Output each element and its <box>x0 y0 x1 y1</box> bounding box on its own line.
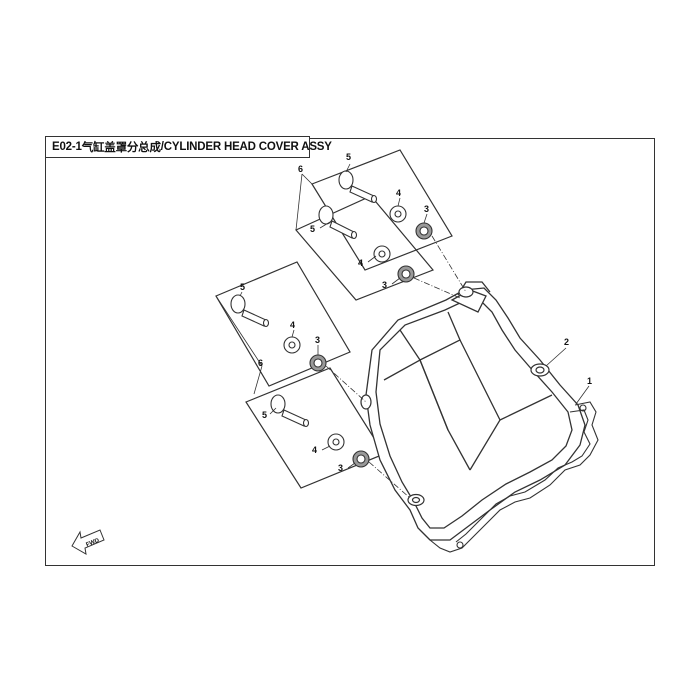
fwd-arrow-icon: FWD <box>71 529 105 555</box>
washer <box>283 336 301 354</box>
callout-bolt: 5 <box>262 410 267 420</box>
callout-rubber-washer: 3 <box>315 335 320 345</box>
rubber-washer <box>352 450 370 468</box>
rubber-washer <box>309 354 327 372</box>
callout-bolt: 5 <box>240 282 245 292</box>
callout-kit: 6 <box>258 358 263 368</box>
callout-washer: 4 <box>312 445 317 455</box>
bolt <box>318 205 358 240</box>
rubber-washer <box>415 222 433 240</box>
grommet-hole <box>535 366 545 374</box>
washer <box>373 245 391 263</box>
washer <box>327 433 345 451</box>
kit-box-lower-b <box>245 367 385 489</box>
callout-washer: 4 <box>358 258 363 268</box>
diagram-title-en: /CYLINDER HEAD COVER ASSY <box>160 141 332 153</box>
bolt <box>230 294 270 328</box>
callout-washer: 4 <box>290 320 295 330</box>
washer <box>389 205 407 223</box>
callout-labels: 5 4 3 6 5 4 3 5 4 3 6 5 4 3 2 1 <box>240 152 592 473</box>
bolt <box>338 170 378 204</box>
grommet <box>458 286 474 298</box>
callout-washer: 4 <box>396 188 401 198</box>
kit-box-lower-a <box>215 261 351 387</box>
rubber-washer <box>397 265 415 283</box>
callout-rubber-washer: 3 <box>338 463 343 473</box>
callout-rubber-washer: 3 <box>382 280 387 290</box>
diagram-code: E02-1 <box>52 141 82 153</box>
kit-box-upper-b <box>295 195 434 301</box>
callout-bolt: 5 <box>346 152 351 162</box>
cylinder-head-cover <box>365 281 586 541</box>
bolt <box>270 394 310 428</box>
callout-grommet: 2 <box>564 337 569 347</box>
kit-box-upper-a <box>311 149 453 271</box>
diagram-title: E02-1 气缸盖罩分总成 /CYLINDER HEAD COVER ASSY <box>45 136 332 158</box>
callout-kit: 6 <box>298 164 303 174</box>
fwd-label: FWD <box>85 538 101 549</box>
grommet <box>360 394 372 410</box>
leader-lines <box>215 163 590 469</box>
callout-rubber-washer: 3 <box>424 204 429 214</box>
cover-gasket <box>419 401 599 553</box>
diagram-title-cn: 气缸盖罩分总成 <box>81 142 161 154</box>
diagram-frame <box>45 138 655 566</box>
grommet-hole <box>411 496 421 504</box>
callout-bolt: 5 <box>310 224 315 234</box>
callout-cover: 1 <box>587 376 592 386</box>
assembly-lines <box>325 235 467 499</box>
